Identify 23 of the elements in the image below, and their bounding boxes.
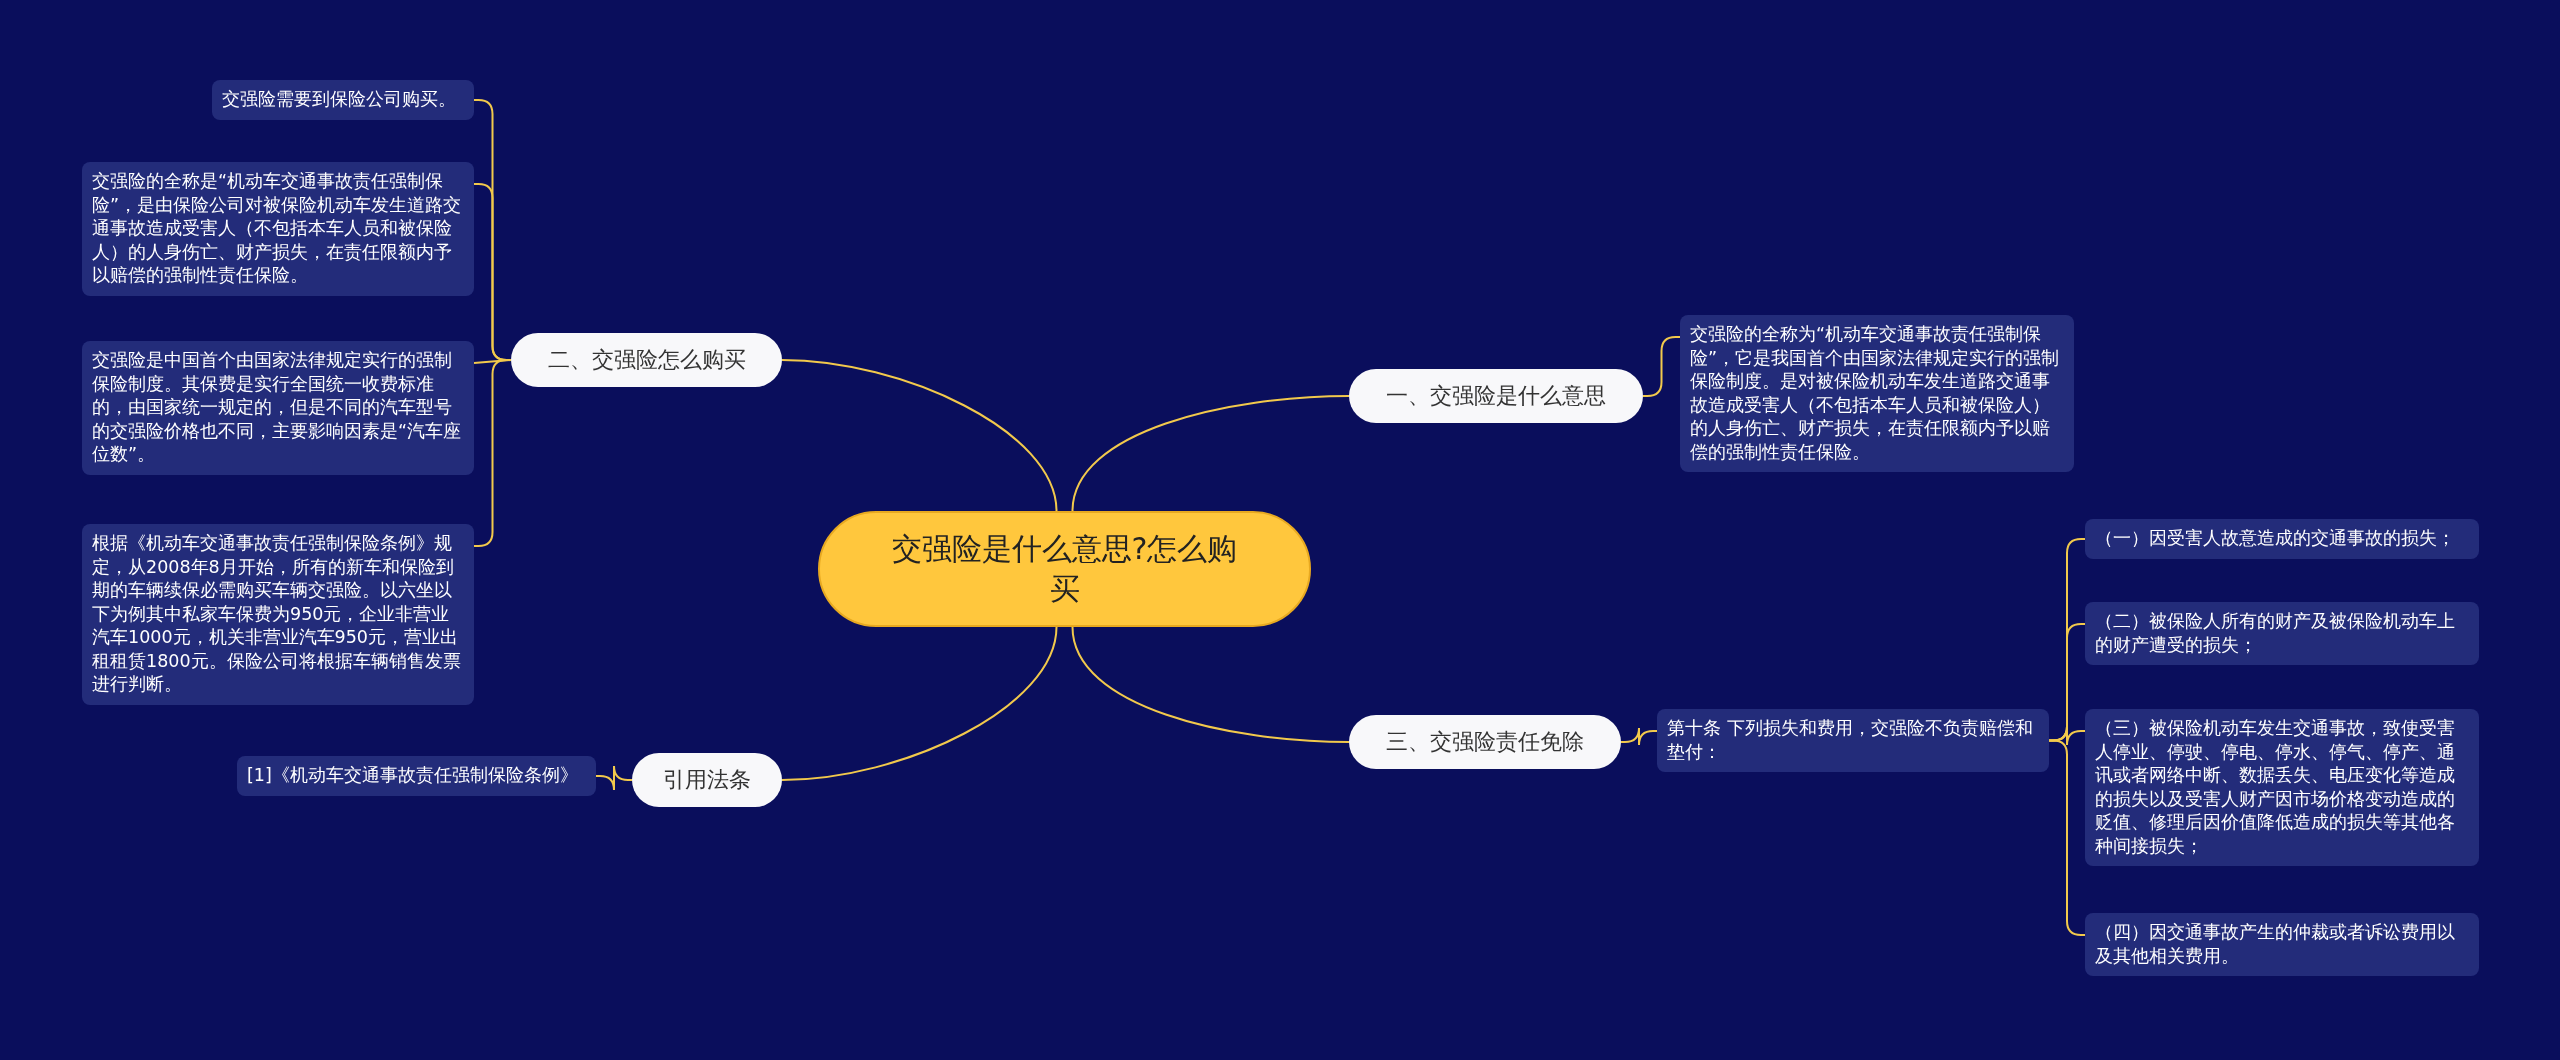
central-topic: 交强险是什么意思?怎么购买 xyxy=(818,511,1311,627)
connector-line xyxy=(1642,336,1681,397)
connector-line xyxy=(781,626,1058,781)
connector-line xyxy=(1620,727,1658,746)
text-card: （一）因受害人故意造成的交通事故的损失； xyxy=(2085,519,2479,559)
connector-line xyxy=(595,765,633,791)
text-card: （三）被保险机动车发生交通事故，致使受害人停业、停驶、停电、停水、停气、停产、通讯或者网络中断、数据丢失、电压变化等造成的损失以及受害人财产因市场价格变动造成的贬值、修理后因价值降低造成的损失等其他各种间接损失； xyxy=(2085,709,2479,866)
branch-topic: 一、交强险是什么意思 xyxy=(1349,369,1643,423)
text-card: 第十条 下列损失和费用，交强险不负责赔偿和垫付： xyxy=(1657,709,2049,772)
branch-topic: 三、交强险责任免除 xyxy=(1349,715,1621,769)
text-card: [1]《机动车交通事故责任强制保险条例》 xyxy=(237,756,596,796)
text-card: 交强险的全称是“机动车交通事故责任强制保险”，是由保险公司对被保险机动车发生道路交通事故造成受害人（不包括本车人员和被保险人）的人身伤亡、财产损失，在责任限额内予以赔偿的强制性责任保险。 xyxy=(82,162,474,296)
text-card: （四）因交通事故产生的仲裁或者诉讼费用以及其他相关费用。 xyxy=(2085,913,2479,976)
connector-line xyxy=(1071,395,1350,512)
text-card: 交强险需要到保险公司购买。 xyxy=(212,80,474,120)
text-card: （二）被保险人所有的财产及被保险机动车上的财产遭受的损失； xyxy=(2085,602,2479,665)
text-card: 根据《机动车交通事故责任强制保险条例》规定，从2008年8月开始，所有的新车和保险到期的车辆续保必需购买车辆交强险。以六坐以下为例其中私家车保费为950元，企业非营业汽车1000元，机关非营业汽车950元，营业出租租赁1800元。保险公司将根据车辆销售发票进行判断。 xyxy=(82,524,474,705)
text-card: 交强险是中国首个由国家法律规定实行的强制保险制度。其保费是实行全国统一收费标准的，由国家统一规定的，但是不同的汽车型号的交强险价格也不同，主要影响因素是“汽车座位数”。 xyxy=(82,341,474,475)
branch-topic: 二、交强险怎么购买 xyxy=(511,333,782,387)
text-card: 交强险的全称为“机动车交通事故责任强制保险”，它是我国首个由国家法律规定实行的强制保险制度。是对被保险机动车发生道路交通事故造成受害人（不包括本车人员和被保险人）的人身伤亡、财产损失，在责任限额内予以赔偿的强制性责任保险。 xyxy=(1680,315,2074,472)
connector-line xyxy=(1071,626,1350,743)
connector-line xyxy=(781,359,1058,512)
branch-topic: 引用法条 xyxy=(632,753,782,807)
